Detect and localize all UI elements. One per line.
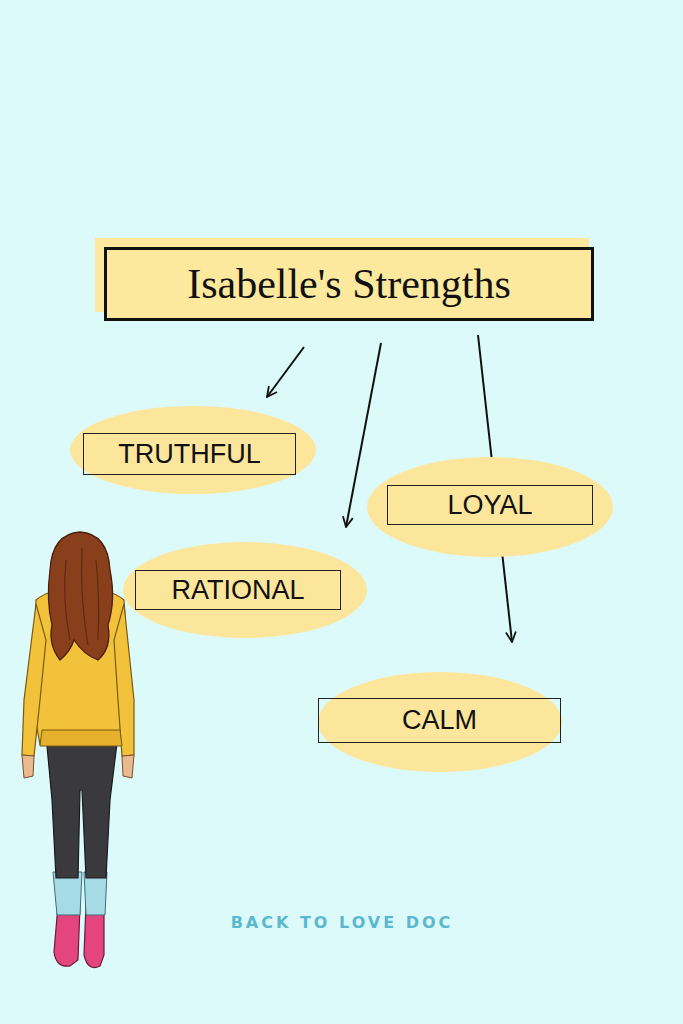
label-frame: LOYAL xyxy=(387,485,593,525)
strength-text: TRUTHFUL xyxy=(118,439,261,470)
strength-ellipse: CALM xyxy=(318,672,562,772)
ellipse-fill xyxy=(367,457,613,557)
title-text: Isabelle's Strengths xyxy=(187,260,511,308)
label-frame: CALM xyxy=(318,698,561,743)
ellipse-fill xyxy=(70,406,316,494)
arrow xyxy=(267,347,304,397)
strength-ellipse: LOYAL xyxy=(367,457,613,557)
title-box: Isabelle's Strengths xyxy=(104,247,594,321)
strength-ellipse: TRUTHFUL xyxy=(70,406,316,494)
strength-text: RATIONAL xyxy=(171,575,304,606)
strength-ellipse: RATIONAL xyxy=(123,542,367,638)
ellipse-fill xyxy=(318,672,562,772)
strength-text: CALM xyxy=(402,705,477,736)
strength-text: LOYAL xyxy=(447,490,532,521)
woman-figure xyxy=(22,532,134,968)
label-frame: RATIONAL xyxy=(135,570,341,610)
ellipse-fill xyxy=(123,542,367,638)
label-frame: TRUTHFUL xyxy=(83,433,296,475)
watermark: BACK TO LOVE DOC xyxy=(231,913,454,932)
